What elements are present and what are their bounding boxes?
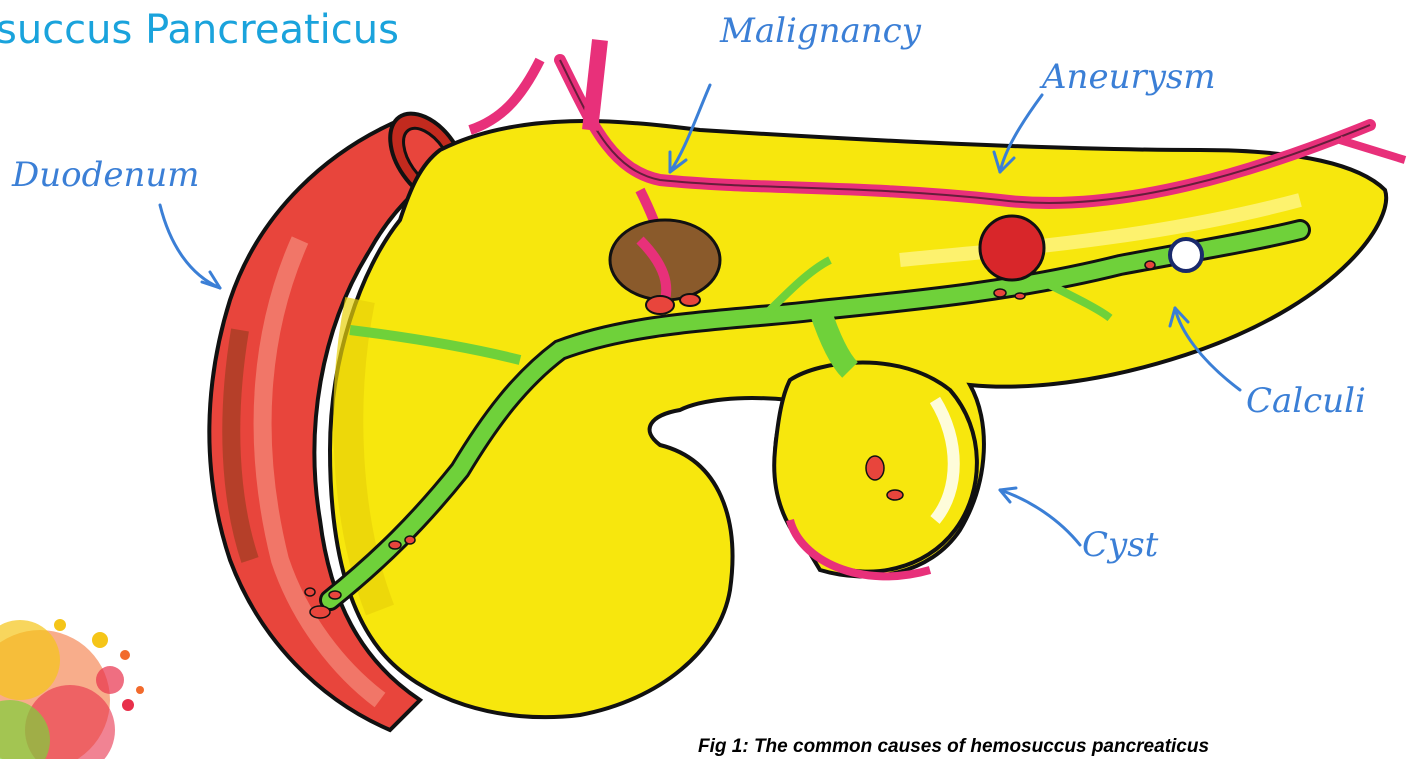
calculus-stone [1170, 239, 1202, 271]
label-malignancy: Malignancy [720, 14, 921, 48]
label-cyst: Cyst [1082, 528, 1158, 562]
label-duodenum: Duodenum [12, 158, 200, 192]
label-calculi: Calculi [1246, 384, 1366, 418]
label-aneurysm: Aneurysm [1042, 60, 1216, 94]
figure-caption: Fig 1: The common causes of hemosuccus p… [698, 736, 1209, 758]
paint-splash-decoration [0, 619, 144, 759]
aneurysm-bulge [980, 216, 1044, 280]
